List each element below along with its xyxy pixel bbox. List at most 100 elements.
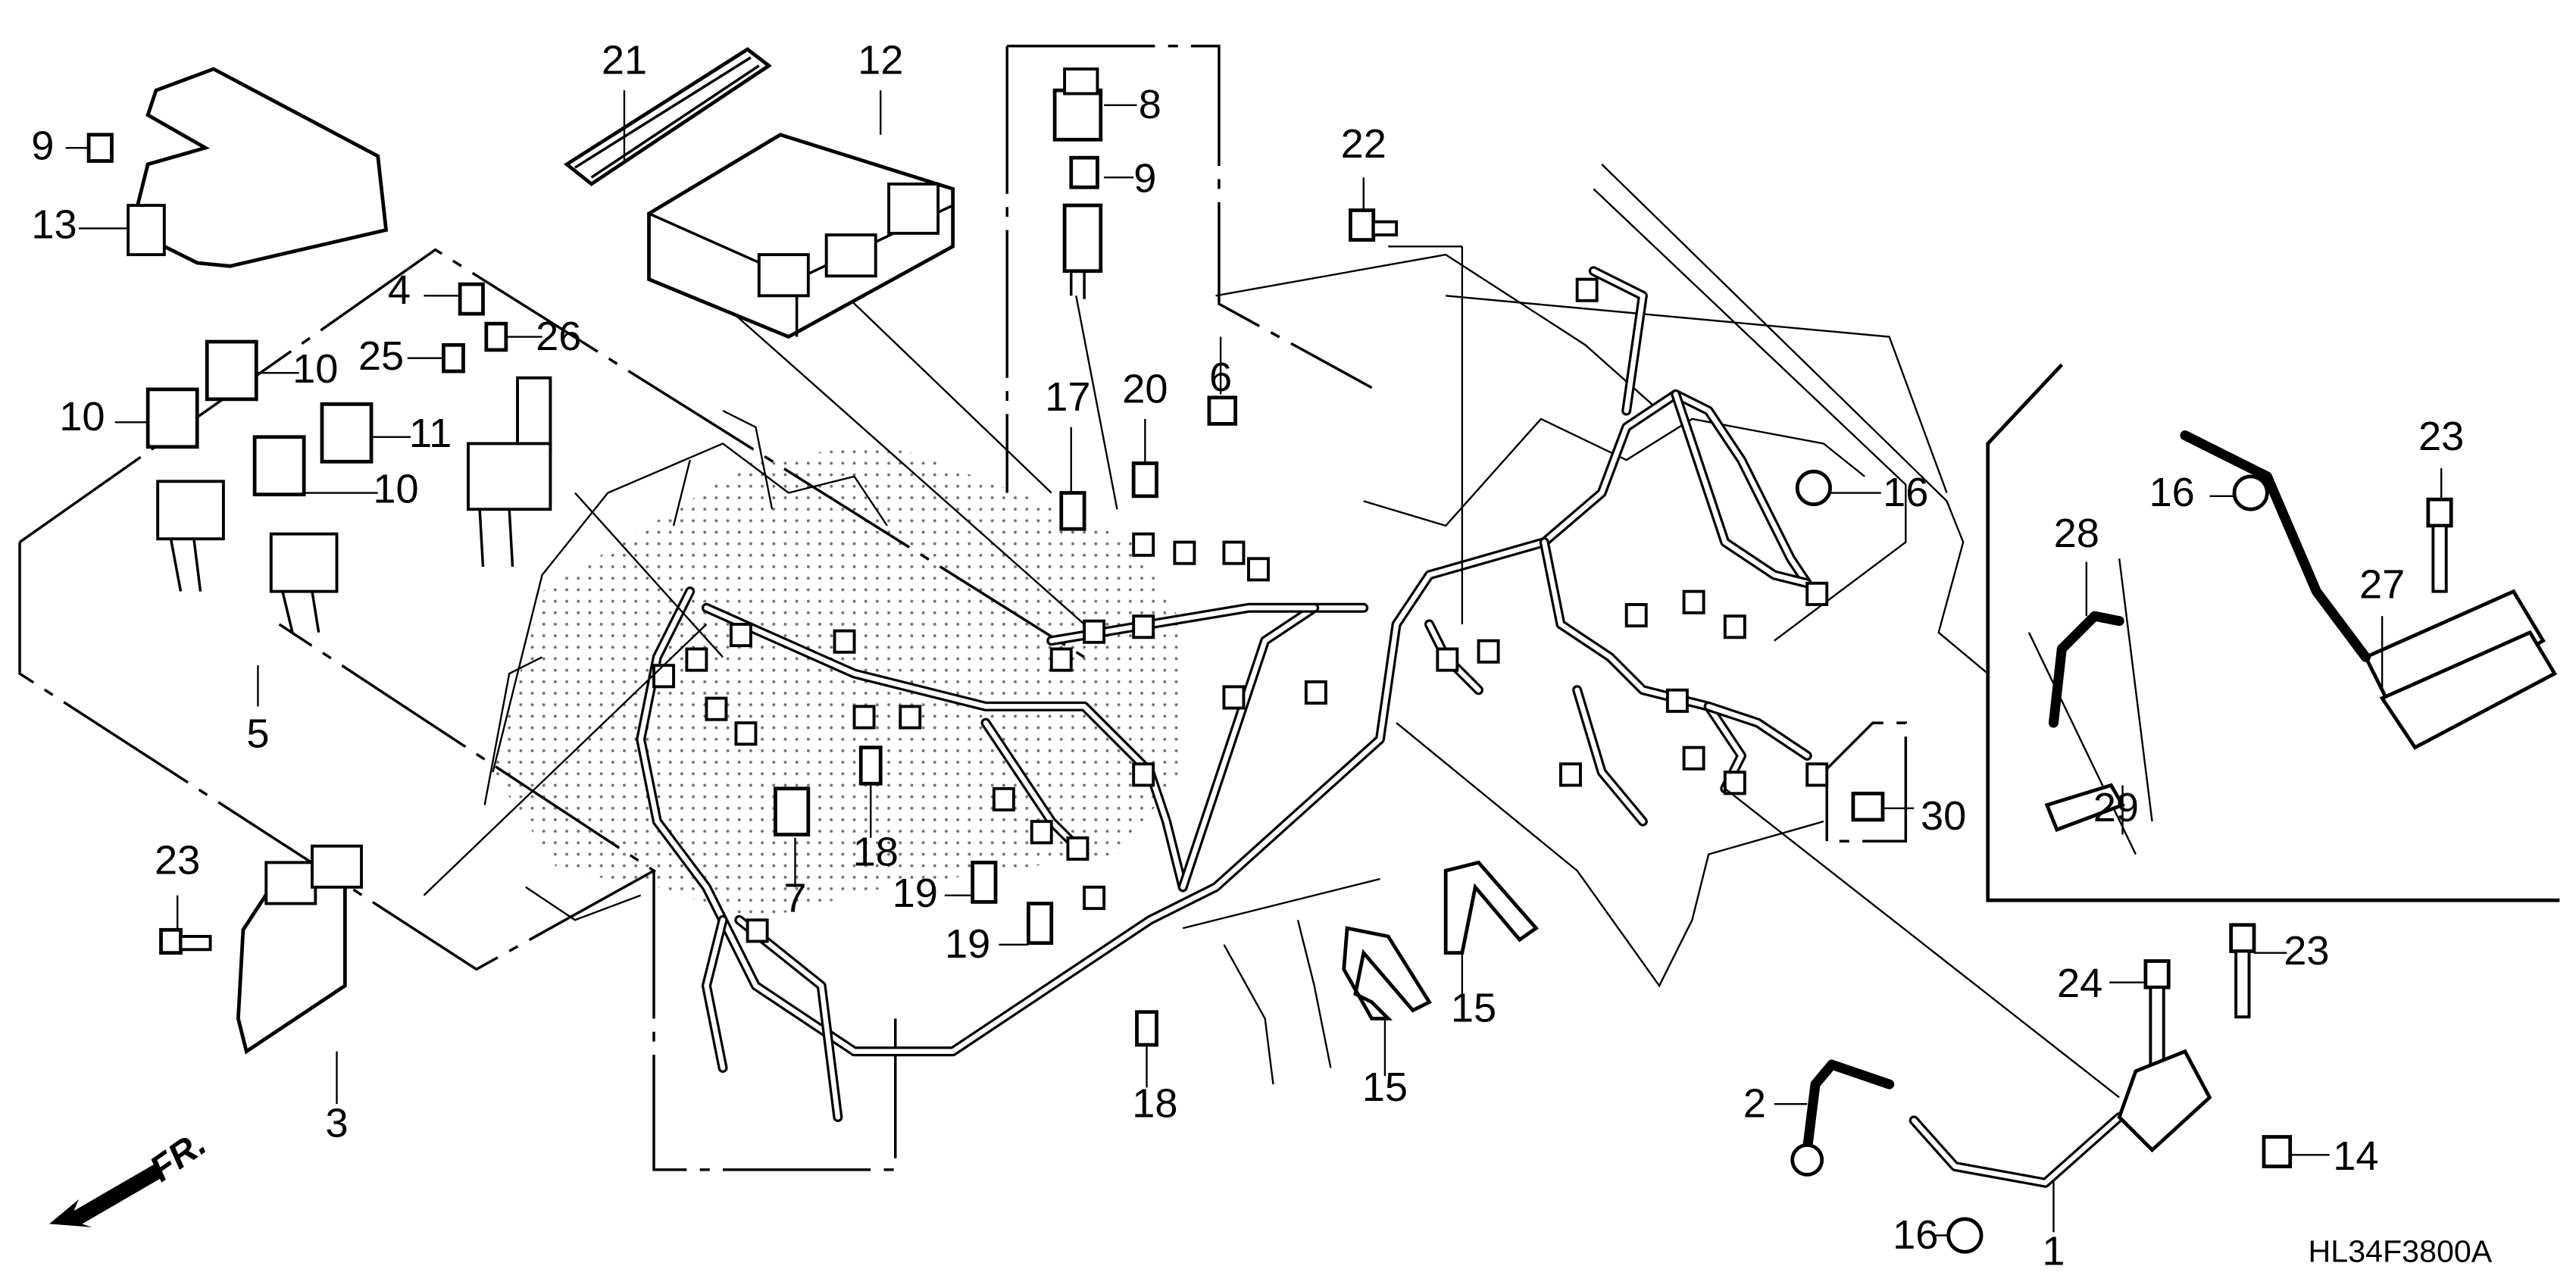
bolt-part[interactable] <box>1349 208 1399 242</box>
rubber-band-part[interactable] <box>563 47 772 186</box>
callout-rubber-band[interactable]: 21 <box>602 38 647 83</box>
callout-clamp[interactable]: 16 <box>1893 1212 1938 1258</box>
harness-connector <box>833 629 856 654</box>
relay-socket <box>156 480 225 592</box>
harness-connector <box>899 705 922 730</box>
clamp-part[interactable] <box>2232 474 2269 511</box>
clip-part[interactable] <box>1131 461 1158 499</box>
fuse-part[interactable] <box>458 282 485 316</box>
callout-fuse-box-assembly[interactable]: 5 <box>246 711 269 757</box>
connector-part[interactable] <box>774 786 811 836</box>
bolt-part[interactable] <box>2426 497 2453 593</box>
callout-clip[interactable]: 18 <box>853 830 899 875</box>
fuse-clip-part[interactable] <box>1069 155 1099 189</box>
callout-fuse[interactable]: 26 <box>536 314 581 359</box>
leader-lines <box>423 245 2153 1099</box>
callout-relay[interactable]: 8 <box>1139 82 1161 127</box>
connector-part[interactable] <box>1062 203 1103 299</box>
harness-connector <box>685 647 708 672</box>
callout-band-clamp[interactable]: 15 <box>1362 1064 1408 1110</box>
relay-part[interactable] <box>145 387 199 449</box>
callout-relay[interactable]: 10 <box>373 467 418 512</box>
relay-part[interactable] <box>1052 67 1103 142</box>
fuse-block-connector <box>467 376 552 567</box>
fuse-clip-part[interactable] <box>86 133 114 163</box>
fuse-part[interactable] <box>442 342 465 374</box>
plug-cap-hose-part[interactable] <box>1802 1059 1895 1155</box>
callout-plug-cap-hose[interactable]: 28 <box>2054 511 2099 556</box>
harness-connector <box>1723 771 1746 796</box>
harness-connector <box>1477 639 1500 664</box>
callout-plug-cap[interactable]: 29 <box>2093 785 2139 830</box>
fuse-part[interactable] <box>484 321 508 352</box>
relay-part[interactable] <box>320 402 374 464</box>
callout-bolt[interactable]: 24 <box>2057 961 2102 1006</box>
callout-fuse-clip[interactable]: 9 <box>31 123 54 168</box>
callout-fuse-clip[interactable]: 9 <box>1133 156 1156 202</box>
bolt-part[interactable] <box>2143 959 2171 1071</box>
callout-fuse-box-cover[interactable]: 13 <box>31 202 77 247</box>
callout-clip[interactable]: 20 <box>1122 366 1168 411</box>
fuse-box-cover[interactable] <box>127 67 389 268</box>
holder-part[interactable] <box>1059 491 1086 531</box>
callout-control-unit[interactable]: 3 <box>325 1101 348 1146</box>
control-unit-part[interactable] <box>236 844 363 1055</box>
callout-clamp[interactable]: 16 <box>2149 470 2194 515</box>
callout-relay[interactable]: 10 <box>59 394 105 439</box>
harness-connector <box>1083 885 1106 911</box>
harness-connector <box>1222 540 1246 565</box>
ignition-coil-part[interactable] <box>1909 1049 2212 1188</box>
callout-nut[interactable]: 14 <box>2333 1133 2378 1179</box>
harness-connector <box>1049 647 1073 672</box>
bolt-part[interactable] <box>159 927 212 955</box>
callout-bolt[interactable]: 23 <box>2418 414 2464 459</box>
relay-part[interactable] <box>205 339 258 402</box>
clamp-part[interactable] <box>1946 1217 1984 1254</box>
callout-band-clamp[interactable]: 15 <box>1451 986 1496 1031</box>
harness-connector <box>1436 647 1459 672</box>
clamp-part[interactable] <box>1795 469 1832 507</box>
clip-part[interactable] <box>858 746 883 786</box>
callout-ignition-coil-with-lead[interactable]: 1 <box>2042 1229 2065 1274</box>
callout-relay[interactable]: 11 <box>409 411 452 456</box>
plug-cap-end <box>1790 1143 1824 1177</box>
callout-bolt[interactable]: 22 <box>1341 121 1386 167</box>
callout-clamp[interactable]: 16 <box>1883 470 1928 515</box>
sensor-connector-part[interactable] <box>1851 791 1885 822</box>
clip-part[interactable] <box>1135 1010 1158 1047</box>
callout-plug-cap-hose[interactable]: 2 <box>1743 1080 1766 1126</box>
harness-connector <box>734 721 758 746</box>
callout-bolt[interactable]: 23 <box>2284 928 2329 974</box>
callout-clip[interactable]: 19 <box>945 921 990 967</box>
callout-clip[interactable]: 18 <box>1132 1080 1177 1126</box>
harness-connector <box>1682 589 1705 614</box>
callout-ecu-module[interactable]: 12 <box>858 38 903 83</box>
callout-connector[interactable]: 7 <box>783 875 806 921</box>
harness-connector <box>1030 820 1053 845</box>
twin-ignition-coil-part[interactable] <box>2363 589 2558 750</box>
callout-cap[interactable]: 6 <box>1209 355 1232 400</box>
clip-part[interactable] <box>1027 902 1054 946</box>
clip-part[interactable] <box>971 861 998 904</box>
ecu-module-part[interactable] <box>647 133 955 339</box>
bolt-part[interactable] <box>2229 923 2256 1019</box>
relay-part[interactable] <box>252 435 306 497</box>
callout-fuse[interactable]: 4 <box>388 267 411 313</box>
callout-bolt[interactable]: 23 <box>155 838 200 883</box>
callout-relay[interactable]: 10 <box>292 346 338 392</box>
harness-connector <box>1723 614 1746 639</box>
callout-clip[interactable]: 19 <box>893 871 938 916</box>
harness-connector <box>705 696 728 721</box>
harness-connector <box>1173 540 1196 565</box>
callout-fuse[interactable]: 25 <box>358 333 404 379</box>
band-clamp-part[interactable] <box>1443 860 1539 955</box>
callout-twin-ignition-coil[interactable]: 27 <box>2359 561 2405 607</box>
nut-part[interactable] <box>2262 1135 2293 1168</box>
harness-connectors <box>652 277 1829 943</box>
band-clamp-part[interactable] <box>1342 926 1432 1021</box>
plug-cap-hose-part[interactable] <box>2048 611 2124 728</box>
callout-sensor-connector[interactable]: 30 <box>1921 793 1966 839</box>
callout-holder[interactable]: 17 <box>1045 374 1090 420</box>
cap-part[interactable] <box>1207 395 1237 426</box>
